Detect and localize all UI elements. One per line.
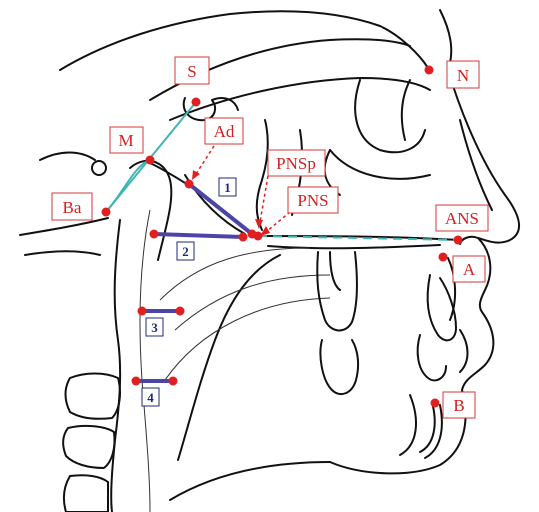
measurement-line-2 bbox=[154, 234, 243, 237]
label-pnsp: PNSp bbox=[268, 150, 325, 176]
label-ba-text: Ba bbox=[63, 198, 82, 217]
point-m2-left bbox=[150, 230, 159, 239]
point-ba bbox=[102, 208, 111, 217]
point-ad bbox=[185, 180, 194, 189]
ad-arrowhead bbox=[192, 170, 200, 180]
label-s-text: S bbox=[187, 62, 196, 81]
measure-label-3-text: 3 bbox=[151, 320, 158, 335]
label-ad-text: Ad bbox=[214, 122, 235, 141]
point-m4-left bbox=[132, 377, 141, 386]
pns-arrow bbox=[266, 212, 290, 232]
point-m2-right bbox=[239, 233, 248, 242]
ad-arrow bbox=[196, 146, 214, 174]
label-ad: Ad bbox=[205, 118, 243, 144]
point-b bbox=[431, 399, 440, 408]
point-a bbox=[439, 253, 448, 262]
measure-label-4: 4 bbox=[142, 388, 159, 406]
label-a-text: A bbox=[463, 260, 476, 279]
label-b-text: B bbox=[453, 396, 464, 415]
label-n: N bbox=[447, 61, 479, 88]
measure-label-2-text: 2 bbox=[182, 244, 189, 259]
measurement-lines bbox=[136, 184, 252, 381]
measure-label-1-text: 1 bbox=[224, 180, 231, 195]
measure-label-4-text: 4 bbox=[147, 390, 154, 405]
point-n bbox=[425, 66, 434, 75]
label-pns-text: PNS bbox=[297, 191, 328, 210]
measure-label-1: 1 bbox=[219, 178, 236, 196]
label-ba: Ba bbox=[52, 193, 92, 220]
label-n-text: N bbox=[457, 66, 469, 85]
label-m: M bbox=[110, 127, 143, 153]
point-s bbox=[192, 98, 201, 107]
measure-label-3: 3 bbox=[146, 318, 163, 336]
point-m4-right bbox=[169, 377, 178, 386]
point-ans bbox=[454, 236, 463, 245]
label-b: B bbox=[443, 392, 475, 418]
label-ans-text: ANS bbox=[445, 209, 479, 228]
label-a: A bbox=[453, 256, 485, 282]
measure-label-2: 2 bbox=[177, 242, 194, 260]
label-s: S bbox=[175, 57, 209, 84]
label-m-text: M bbox=[118, 131, 133, 150]
point-m3-left bbox=[138, 307, 147, 316]
label-ans: ANS bbox=[436, 205, 488, 231]
point-m bbox=[146, 156, 155, 165]
label-pns: PNS bbox=[288, 187, 338, 213]
point-pns bbox=[254, 232, 263, 241]
label-pnsp-text: PNSp bbox=[276, 154, 316, 173]
point-m3-right bbox=[176, 307, 185, 316]
